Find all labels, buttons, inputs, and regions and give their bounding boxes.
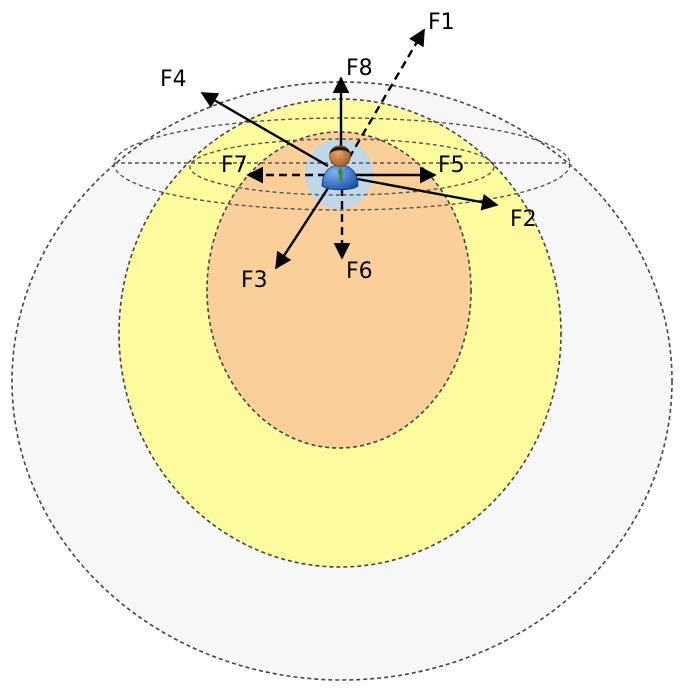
force-label-f7: F7 xyxy=(221,153,248,178)
force-label-f1: F1 xyxy=(428,10,455,35)
equator-outer xyxy=(113,117,571,211)
force-label-f3: F3 xyxy=(241,268,268,293)
force-arrow-f1 xyxy=(347,28,426,159)
force-arrow-f3 xyxy=(274,181,334,270)
person-icon xyxy=(321,145,359,191)
force-label-f2: F2 xyxy=(510,207,537,232)
person-hair xyxy=(329,146,351,154)
equator-middle xyxy=(189,138,495,196)
force-label-f8: F8 xyxy=(346,56,373,81)
force-label-f6: F6 xyxy=(346,259,373,284)
force-label-f4: F4 xyxy=(160,67,187,92)
force-arrow-f4 xyxy=(200,91,329,168)
inner-sphere xyxy=(206,131,472,449)
force-label-f5: F5 xyxy=(438,153,465,178)
force-arrow-f2 xyxy=(351,176,499,211)
person-tie xyxy=(338,167,343,184)
